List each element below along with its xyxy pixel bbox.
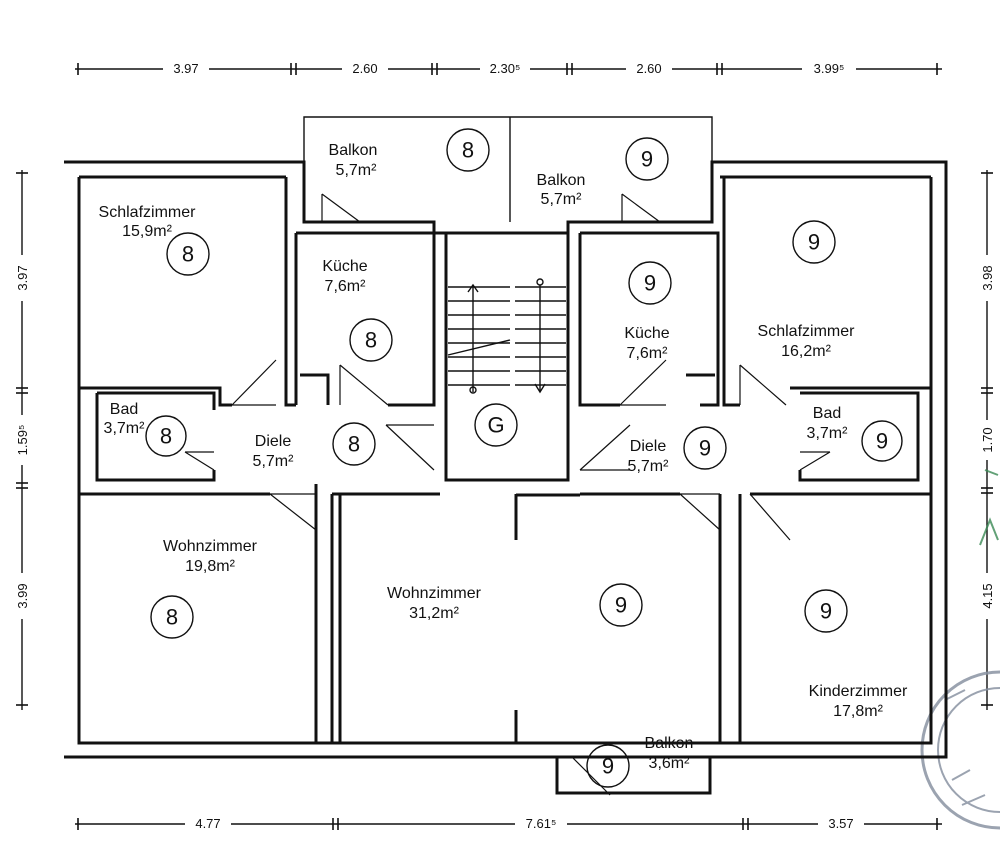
unit-number: 8 <box>160 424 172 449</box>
room-area: 7,6m² <box>627 345 669 362</box>
room-bad-8: Bad 3,7m² 8 <box>104 401 187 457</box>
unit-marker <box>332 422 376 466</box>
windows <box>120 161 920 758</box>
unit-number: 9 <box>820 599 832 624</box>
dim-right-3: 4.15 <box>980 583 995 608</box>
room-bad-9: Bad 3,7m² 9 <box>807 405 903 462</box>
room-name: Schlafzimmer <box>99 204 197 221</box>
unit-marker <box>150 595 194 639</box>
dim-left-2: 1.59⁵ <box>15 425 30 456</box>
unit-number: 9 <box>699 436 711 461</box>
room-name: Diele <box>630 438 667 455</box>
room-balkon-9: Balkon 5,7m² 9 <box>537 137 669 208</box>
room-diele-9: Diele 5,7m² 9 <box>628 426 727 475</box>
unit-marker <box>349 318 393 362</box>
dim-left-3: 3.99 <box>15 583 30 608</box>
room-name: Diele <box>255 433 292 450</box>
room-kueche-9: Küche 7,6m² 9 <box>624 261 672 362</box>
room-area: 15,9m² <box>122 223 172 240</box>
room-schlafzimmer-9: Schlafzimmer 16,2m² 9 <box>758 220 856 360</box>
staircase-label: G <box>474 403 518 447</box>
room-diele-8: Diele 5,7m² 8 <box>253 422 376 470</box>
room-area: 3,7m² <box>104 420 146 437</box>
unit-number: 8 <box>462 138 474 163</box>
room-name: Küche <box>322 258 367 275</box>
unit-marker <box>166 232 210 276</box>
room-name: Schlafzimmer <box>758 323 856 340</box>
dim-top-1: 3.97 <box>173 61 198 76</box>
room-area: 16,2m² <box>781 343 831 360</box>
room-area: 7,6m² <box>325 278 367 295</box>
room-kinderzimmer-9: Kinderzimmer 17,8m² 9 <box>804 589 908 720</box>
room-area: 5,7m² <box>628 458 670 475</box>
dim-right-2: 1.70 <box>980 427 995 452</box>
room-wohnzimmer-8: Wohnzimmer 19,8m² 8 <box>150 538 258 639</box>
room-name: Bad <box>813 405 841 422</box>
room-name: Wohnzimmer <box>163 538 258 555</box>
dim-bottom-3: 3.57 <box>828 816 853 831</box>
unit-number: 9 <box>641 147 653 172</box>
unit-marker <box>586 744 630 788</box>
official-stamp <box>920 670 1000 830</box>
room-area: 31,2m² <box>409 605 459 622</box>
room-area: 19,8m² <box>185 558 235 575</box>
doors <box>184 193 831 796</box>
room-area: 3,7m² <box>807 425 849 442</box>
dim-top-2: 2.60 <box>352 61 377 76</box>
room-area: 5,7m² <box>541 191 583 208</box>
room-kueche-8: Küche 7,6m² 8 <box>322 258 393 362</box>
dim-top-4: 2.60 <box>636 61 661 76</box>
dim-left-1: 3.97 <box>15 265 30 290</box>
unit-number: 9 <box>644 271 656 296</box>
room-name: Balkon <box>329 142 378 159</box>
unit-marker <box>625 137 669 181</box>
dim-bottom-2: 7.61⁵ <box>526 816 557 831</box>
green-mark <box>979 469 999 546</box>
room-name: Kinderzimmer <box>809 683 908 700</box>
room-name: Balkon <box>537 172 586 189</box>
unit-number: 9 <box>602 754 614 779</box>
balcony-outline <box>303 116 713 222</box>
staircase <box>447 278 566 394</box>
unit-marker <box>145 415 187 457</box>
unit-marker <box>599 583 643 627</box>
unit-number: 8 <box>365 328 377 353</box>
unit-number: 9 <box>808 230 820 255</box>
room-area: 5,7m² <box>253 453 295 470</box>
room-wohnzimmer-9: Wohnzimmer 31,2m² 9 <box>387 583 643 627</box>
room-schlafzimmer-8: Schlafzimmer 15,9m² 8 <box>99 204 210 276</box>
dim-right-1: 3.98 <box>980 265 995 290</box>
room-name: Balkon <box>645 735 694 752</box>
unit-marker <box>683 426 727 470</box>
unit-marker <box>804 589 848 633</box>
unit-number: 9 <box>615 593 627 618</box>
room-name: Bad <box>110 401 138 418</box>
unit-marker <box>861 420 903 462</box>
dim-top-3: 2.30⁵ <box>490 61 521 76</box>
room-area: 17,8m² <box>833 703 883 720</box>
unit-marker <box>446 128 490 172</box>
unit-number: 8 <box>182 242 194 267</box>
room-name: Küche <box>624 325 669 342</box>
unit-marker <box>792 220 836 264</box>
unit-number: G <box>487 413 504 438</box>
unit-number: 8 <box>166 605 178 630</box>
room-area: 3,6m² <box>649 755 691 772</box>
unit-number: 8 <box>348 432 360 457</box>
room-balkon-8: Balkon 5,7m² 8 <box>329 128 490 179</box>
dim-bottom-1: 4.77 <box>195 816 220 831</box>
unit-marker <box>474 403 518 447</box>
room-name: Wohnzimmer <box>387 585 482 602</box>
room-area: 5,7m² <box>336 162 378 179</box>
unit-marker <box>628 261 672 305</box>
unit-number: 9 <box>876 429 888 454</box>
dim-top-5: 3.99⁵ <box>814 61 845 76</box>
room-balkon-small-9: Balkon 3,6m² 9 <box>586 735 694 788</box>
